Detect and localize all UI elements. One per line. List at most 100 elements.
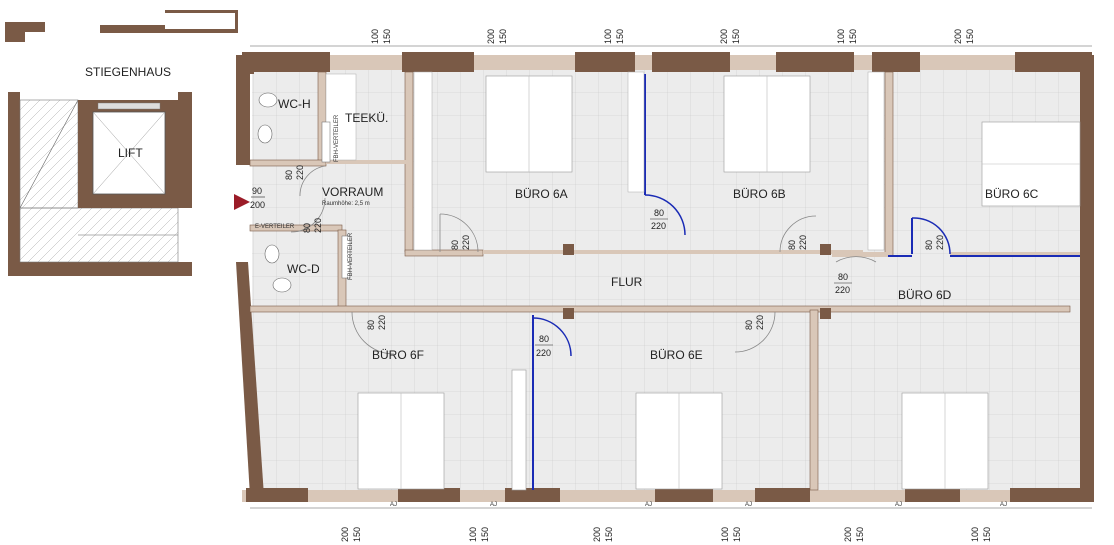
stair-wall-bottom <box>8 262 192 276</box>
door-dim-h: 220 <box>935 235 945 250</box>
door-swings <box>290 165 877 355</box>
window-dim: 150 <box>965 29 975 44</box>
e-verteiler-label: E-VERTEILER <box>255 224 295 230</box>
door-dim-w: 80 <box>302 223 312 233</box>
door-dim-h: 220 <box>377 315 387 330</box>
entrance-arrow-icon <box>234 194 250 210</box>
door-dim-w: 80 <box>450 240 460 250</box>
room-label-wc-d: WC-D <box>287 262 320 276</box>
window-dim: 150 <box>604 527 614 542</box>
window-dim: 150 <box>480 527 490 542</box>
furniture <box>325 71 1081 490</box>
column <box>820 308 831 319</box>
door-dim-h: 220 <box>651 221 666 231</box>
room-label-buero-6a: BÜRO 6A <box>515 187 568 201</box>
window-dim: 200 <box>592 527 602 542</box>
aj-label: AJ <box>390 502 397 508</box>
window-dim: 200 <box>953 29 963 44</box>
window-dim: 200 <box>719 29 729 44</box>
sanitary-fixtures <box>257 92 351 293</box>
room-labels: WC-H TEEKÜ. VORRAUM Raumhöhe: 2,5 m WC-D… <box>278 97 1039 362</box>
aj-label: AJ <box>645 502 652 508</box>
entrance-height: 200 <box>250 200 265 210</box>
door-dim-w: 80 <box>539 334 549 344</box>
window-dim: 200 <box>340 527 350 542</box>
stair-wall-left <box>8 92 20 274</box>
lift-wall-right <box>178 92 192 208</box>
door-dim-w: 80 <box>366 320 376 330</box>
column <box>563 308 574 319</box>
glass-partitions <box>532 74 1080 490</box>
window-dim: 150 <box>498 29 508 44</box>
window-dim: 100 <box>370 29 380 44</box>
room-label-wc-h: WC-H <box>278 97 311 111</box>
door-dim-h: 220 <box>835 285 850 295</box>
aj-label: AJ <box>490 502 497 508</box>
room-label-stiegenhaus: STIEGENHAUS <box>85 65 171 79</box>
toilet-icon <box>272 277 292 293</box>
column <box>820 244 831 255</box>
fbh-verteiler-label-upper: FBH-VERTEILER <box>334 114 340 162</box>
window-dim: 100 <box>836 29 846 44</box>
column <box>563 244 574 255</box>
window-dim: 150 <box>982 527 992 542</box>
window-dim: 200 <box>843 527 853 542</box>
door-dim-h: 220 <box>461 235 471 250</box>
door-dim-h: 220 <box>295 165 305 180</box>
room-label-flur: FLUR <box>611 275 643 289</box>
left-wall-lower <box>236 262 264 496</box>
stairwell: STIEGENHAUS LIFT <box>5 10 238 276</box>
door-dim-w: 80 <box>787 240 797 250</box>
room-label-buero-6d: BÜRO 6D <box>898 288 952 302</box>
door-dim-h: 220 <box>798 235 808 250</box>
room-height-note: Raumhöhe: 2,5 m <box>322 201 370 207</box>
room-label-buero-6e: BÜRO 6E <box>650 348 703 362</box>
window-dim: 150 <box>352 527 362 542</box>
window-dim: 100 <box>468 527 478 542</box>
door-dim-w: 80 <box>744 320 754 330</box>
aj-label: AJ <box>745 502 752 508</box>
door-dim-h: 220 <box>313 218 323 233</box>
right-wall <box>1080 55 1094 500</box>
window-dim: 150 <box>615 29 625 44</box>
door-dim-w: 80 <box>284 170 294 180</box>
door-dim-h: 220 <box>536 348 551 358</box>
fbh-verteiler-label-lower: FBH-VERTEILER <box>348 232 354 280</box>
window-dim: 100 <box>603 29 613 44</box>
room-label-buero-6b: BÜRO 6B <box>733 187 786 201</box>
door-dimensions: 80 220 80 220 80 220 80 220 80 220 80 22… <box>284 165 945 358</box>
wall-6e-6d <box>809 309 819 491</box>
window-dim: 200 <box>486 29 496 44</box>
room-label-buero-6c: BÜRO 6C <box>985 187 1039 201</box>
window-dim: 150 <box>732 527 742 542</box>
door-dim-h: 220 <box>755 315 765 330</box>
door-dim-w: 80 <box>654 208 664 218</box>
wall-fragment <box>5 22 45 42</box>
window-dim: 150 <box>848 29 858 44</box>
wall-6b-6c <box>884 71 894 257</box>
aj-label: AJ <box>1000 502 1007 508</box>
wall-flur-south <box>249 305 1071 313</box>
entrance-width: 90 <box>252 186 262 196</box>
exterior-walls <box>236 52 1094 502</box>
window-dim: 150 <box>382 29 392 44</box>
window-dim: 100 <box>720 527 730 542</box>
door-dim-w: 80 <box>924 240 934 250</box>
room-label-lift: LIFT <box>118 146 143 160</box>
equipment-labels: FBH-VERTEILER FBH-VERTEILER E-VERTEILER <box>255 114 354 280</box>
left-wall-upper <box>236 55 250 165</box>
sink-icon <box>264 244 280 264</box>
wall-vorraum-6a <box>404 71 414 253</box>
window-dim: 150 <box>731 29 741 44</box>
sink-icon <box>257 124 273 144</box>
door-dim-w: 80 <box>838 272 848 282</box>
aj-label: AJ <box>895 502 902 508</box>
toilet-icon <box>258 92 278 108</box>
room-label-buero-6f: BÜRO 6F <box>372 348 424 362</box>
room-label-vorraum: VORRAUM <box>322 185 383 199</box>
room-label-teekueche: TEEKÜ. <box>345 111 388 125</box>
window-dim: 100 <box>970 527 980 542</box>
